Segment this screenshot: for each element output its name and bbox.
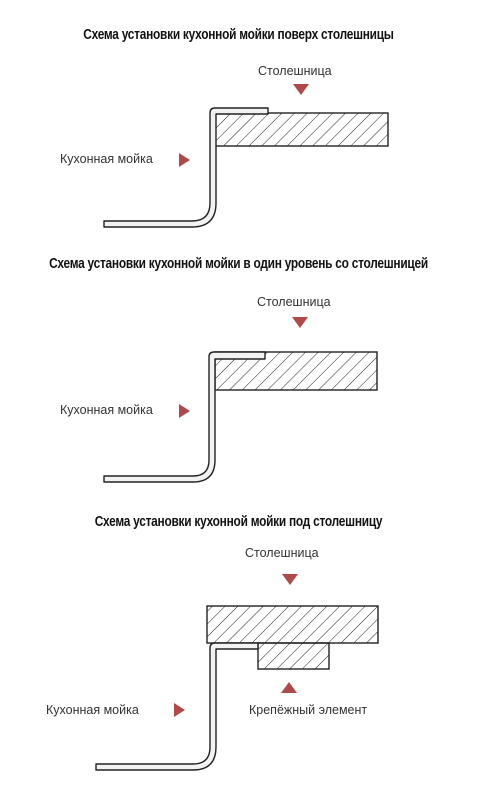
sink-wall-profile	[103, 351, 266, 483]
countertop-section	[206, 605, 379, 644]
countertop-label: Столешница	[258, 64, 332, 78]
sink-label: Кухонная мойка	[60, 152, 153, 166]
countertop-label: Столешница	[245, 546, 319, 560]
sink-wall-profile	[95, 642, 259, 771]
fastener-element	[257, 642, 330, 670]
countertop-arrow-icon	[293, 84, 309, 95]
scheme-over-countertop: Схема установки кухонной мойки поверх ст…	[0, 0, 477, 250]
countertop-arrow-icon	[292, 317, 308, 328]
sink-wall-profile	[103, 107, 269, 228]
countertop-section	[214, 112, 389, 147]
countertop-arrow-icon	[282, 574, 298, 585]
sink-label: Кухонная мойка	[60, 403, 153, 417]
sink-label: Кухонная мойка	[46, 703, 139, 717]
fastener-label: Крепёжный элемент	[249, 703, 368, 717]
sink-arrow-icon	[179, 153, 190, 167]
countertop-label: Столешница	[257, 295, 331, 309]
sink-arrow-icon	[179, 404, 190, 418]
scheme-drawing	[95, 574, 379, 771]
fastener-arrow-icon	[281, 682, 297, 693]
scheme-title: Схема установки кухонной мойки поверх ст…	[83, 27, 394, 43]
scheme-drawing	[103, 317, 378, 483]
scheme-title: Схема установки кухонной мойки в один ур…	[49, 256, 428, 272]
scheme-flush-with-countertop: Схема установки кухонной мойки в один ур…	[0, 250, 477, 500]
scheme-under-countertop: Схема установки кухонной мойки под столе…	[0, 500, 477, 812]
sink-arrow-icon	[174, 703, 185, 717]
scheme-title: Схема установки кухонной мойки под столе…	[94, 514, 383, 530]
scheme-drawing	[103, 84, 389, 228]
